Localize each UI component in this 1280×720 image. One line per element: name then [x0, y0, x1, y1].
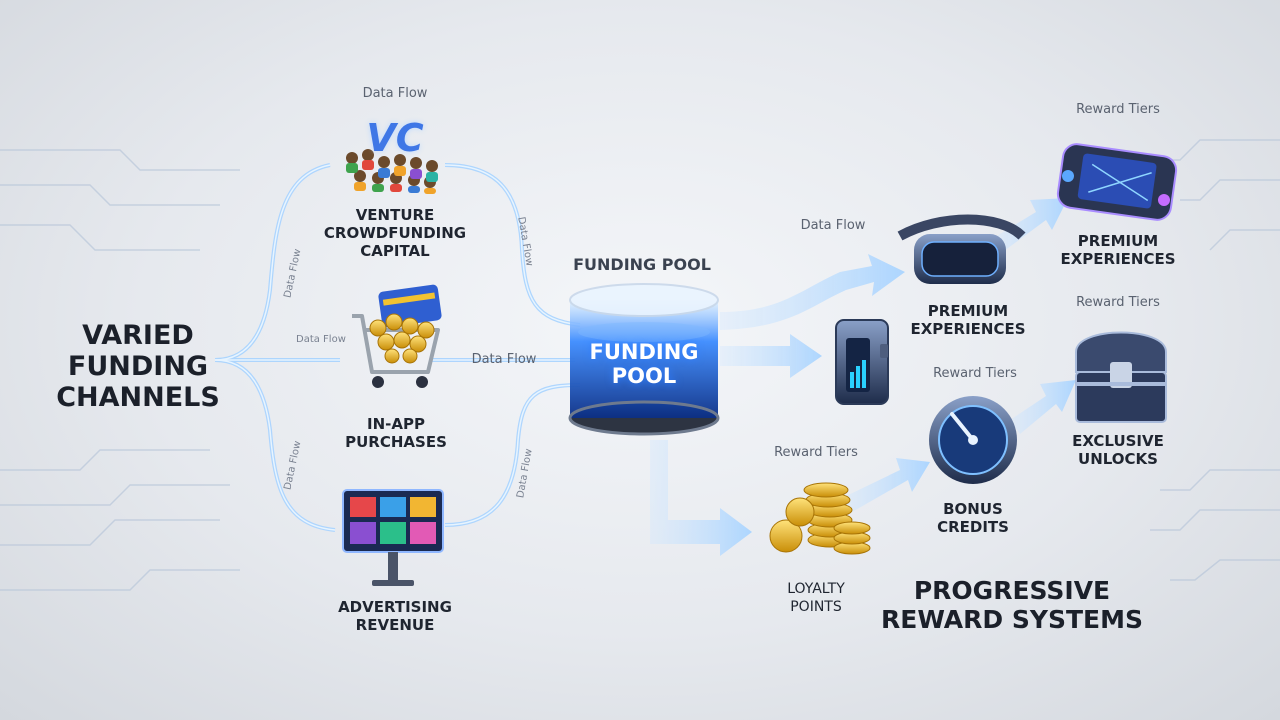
circuit-traces-left [0, 149, 240, 591]
title-line-1: VARIED [82, 320, 194, 351]
venture-caption: VENTURE CROWDFUNDING CAPITAL [324, 206, 466, 260]
chest-line-2: UNLOCKS [1078, 450, 1158, 468]
progressive-line-1: PROGRESSIVE [913, 576, 1111, 605]
iap-line-1: IN-APP [367, 415, 425, 433]
dial-line-1: BONUS [943, 500, 1003, 518]
vr-line-2: EXPERIENCES [910, 320, 1026, 338]
exclusive-unlocks-caption: EXCLUSIVE UNLOCKS [1072, 432, 1164, 468]
coins-stack-icon [769, 482, 871, 555]
chest-line-1: EXCLUSIVE [1072, 432, 1164, 450]
reward-tiers-label-top: Reward Tiers [1076, 102, 1160, 117]
pool-line-1: FUNDING [589, 340, 699, 364]
progressive-reward-systems-title: PROGRESSIVE REWARD SYSTEMS [881, 576, 1143, 634]
funding-pool-heading: FUNDING POOL [573, 255, 711, 274]
progressive-line-2: REWARD SYSTEMS [881, 605, 1143, 634]
funding-pool-label: FUNDING POOL [589, 340, 698, 388]
vr-premium-experiences-caption: PREMIUM EXPERIENCES [910, 302, 1025, 338]
data-flow-label-top: Data Flow [362, 86, 428, 101]
bonus-credits-caption: BONUS CREDITS [937, 500, 1009, 536]
pool-line-2: POOL [611, 364, 677, 388]
advertising-revenue-caption: ADVERTISING REVENUE [338, 598, 452, 634]
coins-line-2: POINTS [790, 599, 842, 615]
flow-arrows [650, 198, 1076, 556]
dial-line-2: CREDITS [937, 518, 1009, 536]
console-line-1: PREMIUM [1077, 232, 1159, 250]
bonus-dial-icon [929, 396, 1017, 484]
ads-line-2: REVENUE [355, 616, 435, 634]
title-line-2: FUNDING [67, 351, 209, 382]
treasure-chest-icon [1075, 331, 1167, 423]
in-app-purchases-caption: IN-APP PURCHASES [345, 415, 447, 451]
vr-line-1: PREMIUM [927, 302, 1009, 320]
handheld-console-icon [1056, 143, 1178, 221]
console-premium-experiences-caption: PREMIUM EXPERIENCES [1060, 232, 1175, 268]
billboard-icon [342, 489, 444, 586]
token-card-icon [835, 319, 889, 405]
data-flow-label-right: Data Flow [800, 218, 866, 233]
console-line-2: EXPERIENCES [1060, 250, 1176, 268]
title-line-3: CHANNELS [56, 382, 220, 413]
vc-badge: VC [366, 116, 424, 160]
vr-headset-icon [897, 214, 1026, 284]
ads-line-1: ADVERTISING [338, 598, 452, 616]
circuit-traces-right [1150, 139, 1280, 581]
reward-tiers-label-chest: Reward Tiers [1076, 295, 1160, 310]
shopping-cart-icon [352, 284, 442, 388]
loyalty-points-caption: LOYALTY POINTS [787, 580, 845, 616]
reward-tiers-label-coins: Reward Tiers [774, 445, 858, 460]
data-flow-label-rot-left-mid: Data Flow [296, 334, 346, 345]
varied-funding-channels-title: VARIED FUNDING CHANNELS [56, 320, 220, 413]
coins-line-1: LOYALTY [787, 581, 845, 597]
funding-pool-cylinder [568, 283, 720, 436]
iap-line-2: PURCHASES [345, 433, 447, 451]
venture-crowd-icon [346, 149, 438, 194]
data-flow-label-middle: Data Flow [471, 352, 537, 367]
reward-tiers-label-dial: Reward Tiers [933, 366, 1017, 381]
venture-line-2: CROWDFUNDING [323, 224, 467, 242]
venture-line-3: CAPITAL [360, 242, 430, 260]
venture-line-1: VENTURE [355, 206, 435, 224]
